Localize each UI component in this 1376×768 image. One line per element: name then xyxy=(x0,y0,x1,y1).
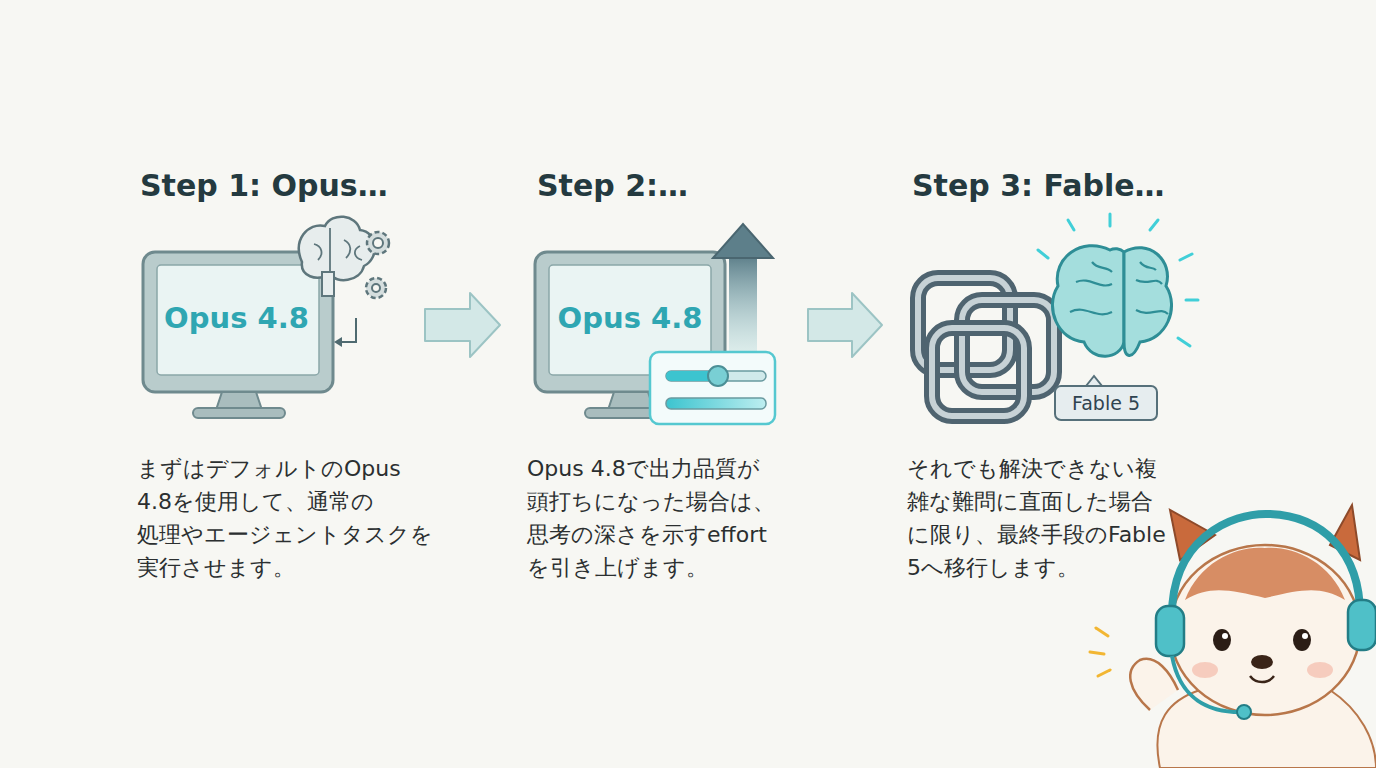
step-description: まずはデフォルトのOpus 4.8を使用して、通常の 処理やエージェントタスクを… xyxy=(137,452,437,584)
screen-label: Opus 4.8 xyxy=(143,300,330,336)
up-arrow xyxy=(713,224,773,366)
arrow-shape xyxy=(808,293,882,357)
brain-gears xyxy=(299,217,389,298)
flow-arrow xyxy=(808,293,882,357)
knot xyxy=(918,278,1054,416)
step-heading: Step 3: Fable… xyxy=(912,166,1165,206)
step-description: それでも解決できない複 雑な難問に直面した場合 に限り、最終手段のFable 5… xyxy=(907,452,1207,584)
step-heading: Step 1: Opus… xyxy=(140,166,388,206)
step-panel: Step 1: Opus…Opus 4.8まずはデフォルトのOpus 4.8を使… xyxy=(128,160,425,600)
effort-slider xyxy=(650,352,775,424)
flow-arrow xyxy=(425,293,500,357)
screen-label: Opus 4.8 xyxy=(535,300,725,336)
step-description: Opus 4.8で出力品質が 頭打ちになった場合は、 思考の深さを示すeffor… xyxy=(527,452,822,584)
model-tag: Fable 5 xyxy=(1055,386,1157,420)
glowing-brain xyxy=(1038,214,1198,420)
step-panel: Step 2:…Opus 4.8Opus 4.8で出力品質が 頭打ちになった場合… xyxy=(500,160,808,600)
step-heading: Step 2:… xyxy=(537,166,688,206)
step-panel: Step 3: Fable… Fable 5 それでも解決できない複 雑な難問に直面… xyxy=(882,160,1212,600)
arrow-shape xyxy=(425,293,500,357)
monitor-1 xyxy=(143,252,356,418)
